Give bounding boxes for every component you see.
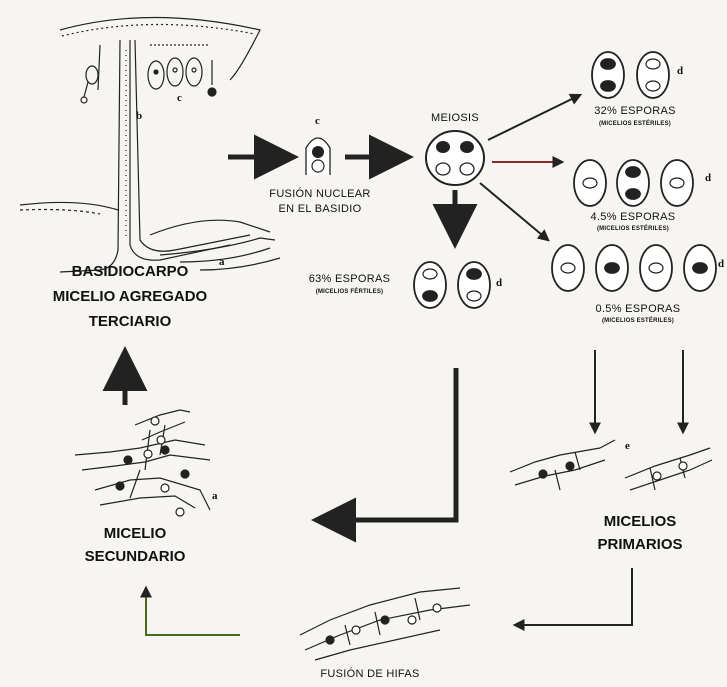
micelio-secundario-label-1: MICELIO bbox=[70, 522, 200, 545]
terciario-label: TERCIARIO bbox=[25, 310, 235, 333]
pct63-label: 63% ESPORAS bbox=[292, 273, 407, 285]
arrow-meiosis-to-05 bbox=[480, 183, 548, 240]
micelios-label-1: MICELIOS bbox=[575, 510, 705, 533]
fusion-nuclear-label-2: EN EL BASIDIO bbox=[255, 203, 385, 215]
hyphal-fusion-illustration bbox=[300, 588, 470, 660]
secondary-mycelium-illustration bbox=[75, 410, 210, 516]
pct45-sub-label: (MICELIOS ESTÉRILES) bbox=[578, 226, 688, 232]
micelio-secundario-label-2: SECUNDARIO bbox=[70, 545, 200, 568]
letter-b: b bbox=[136, 110, 142, 122]
arrow-meiosis-to-32 bbox=[488, 95, 580, 140]
letter-d-63: d bbox=[496, 277, 502, 289]
pct32-label: 32% ESPORAS bbox=[580, 105, 690, 117]
fusion-nuclear-label-1: FUSIÓN NUCLEAR bbox=[255, 188, 385, 200]
micelio-agregado-label: MICELIO AGREGADO bbox=[25, 285, 235, 308]
letter-e: e bbox=[625, 440, 630, 452]
letter-d-32: d bbox=[677, 65, 683, 77]
letter-c-basidiocarp: c bbox=[177, 92, 182, 104]
arrow-fusion-to-secondary bbox=[146, 588, 240, 635]
letter-a-secondary: a bbox=[212, 490, 218, 502]
basidium-fusion bbox=[306, 138, 330, 175]
pct05-sub-label: (MICELIOS ESTÉRILES) bbox=[583, 318, 693, 324]
fusion-hifas-label: FUSIÓN DE HIFAS bbox=[310, 668, 430, 680]
arrow-primary-to-secondary bbox=[320, 368, 456, 520]
spores-45 bbox=[574, 160, 693, 206]
letter-c-basidium: c bbox=[315, 115, 320, 127]
letter-d-45: d bbox=[705, 172, 711, 184]
pct32-sub-label: (MICELIOS ESTÉRILES) bbox=[580, 121, 690, 127]
pct45-label: 4.5% ESPORAS bbox=[578, 211, 688, 223]
letter-d-05: d bbox=[718, 258, 724, 270]
primary-mycelia-illustration bbox=[510, 440, 712, 490]
meiosis-label: MEIOSIS bbox=[415, 112, 495, 124]
meiosis-cell bbox=[426, 131, 484, 185]
spores-32 bbox=[592, 52, 669, 98]
pct05-label: 0.5% ESPORAS bbox=[583, 303, 693, 315]
basidiocarpo-label: BASIDIOCARPO bbox=[25, 260, 235, 283]
basidiocarp-illustration bbox=[20, 18, 280, 273]
spores-05 bbox=[552, 245, 716, 291]
arrow-primary-to-fusion bbox=[515, 568, 632, 625]
micelios-label-2: PRIMARIOS bbox=[575, 533, 705, 556]
letter-a-basidiocarp: a bbox=[219, 256, 225, 268]
spores-63 bbox=[414, 262, 490, 308]
pct63-sub-label: (MICELIOS FÉRTILES) bbox=[292, 289, 407, 295]
